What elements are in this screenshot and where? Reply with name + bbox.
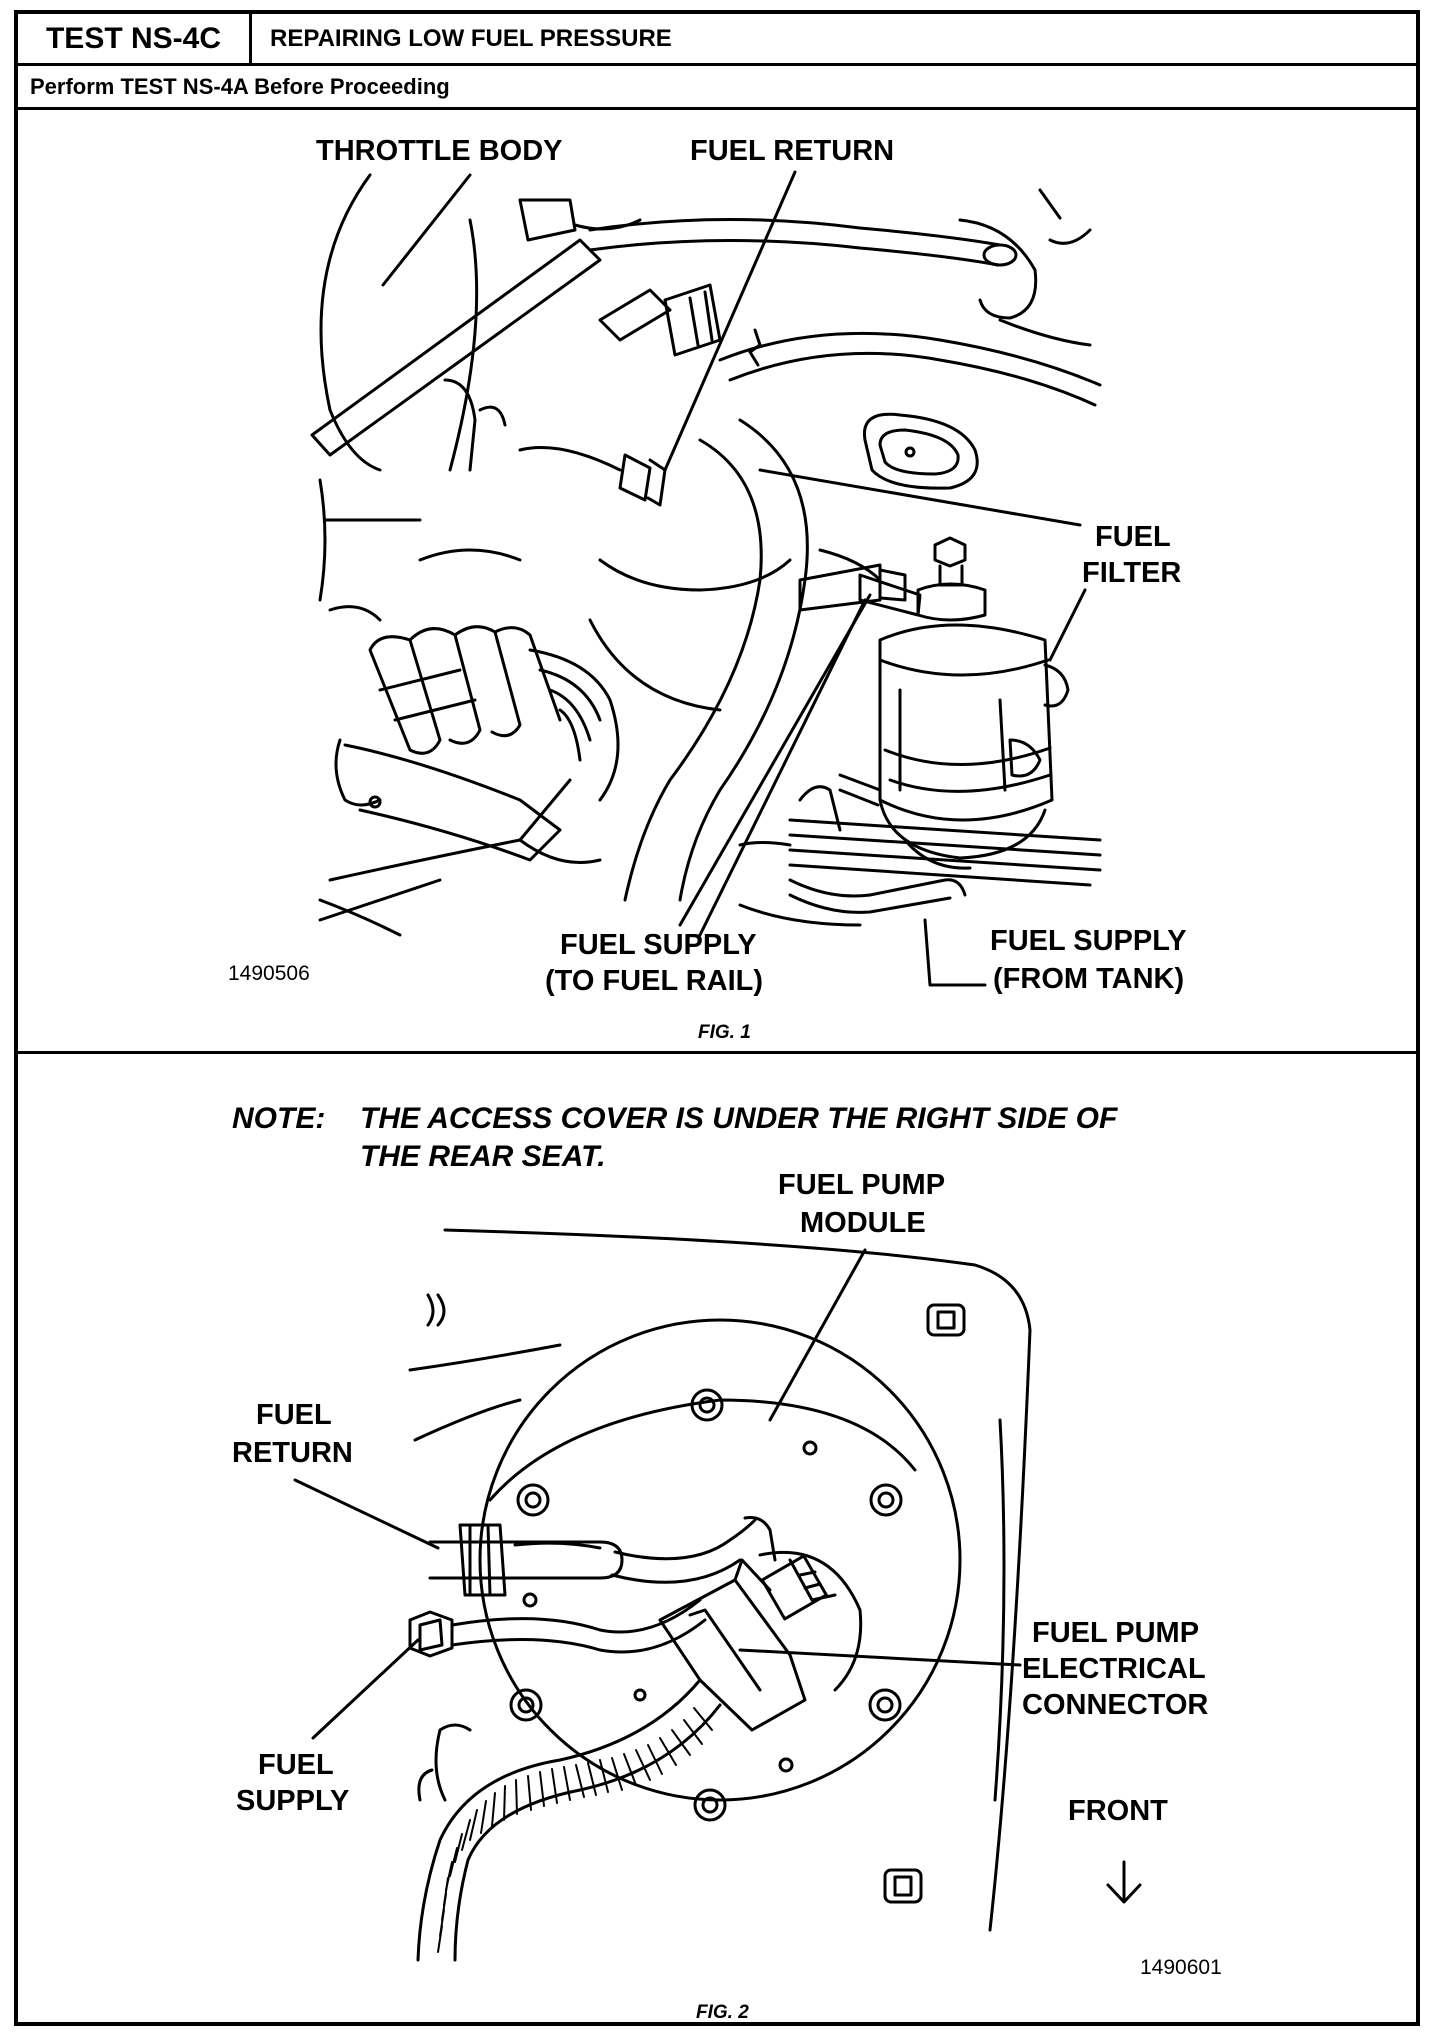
note-line2: THE REAR SEAT. xyxy=(360,1140,606,1173)
label-connector-line2: ELECTRICAL xyxy=(1022,1653,1206,1685)
fuel-filter-drawing xyxy=(838,536,1070,870)
label-supply-line1: FUEL xyxy=(258,1749,334,1781)
fig2-image-number: 1490601 xyxy=(1140,1956,1222,1979)
document-frame: TEST NS-4C REPAIRING LOW FUEL PRESSURE P… xyxy=(14,10,1420,2026)
label-connector-line1: FUEL PUMP xyxy=(1032,1617,1200,1649)
label-fuel-return-fig1: FUEL RETURN xyxy=(690,135,895,167)
label-supply-tank-line1: FUEL SUPPLY xyxy=(990,925,1187,957)
test-title: REPAIRING LOW FUEL PRESSURE xyxy=(270,25,672,52)
label-supply-tank-line2: (FROM TANK) xyxy=(993,963,1185,995)
fig1-image-number: 1490506 xyxy=(228,962,310,985)
label-connector-line3: CONNECTOR xyxy=(1022,1689,1209,1721)
figure-divider xyxy=(18,1051,1416,1054)
fig2-caption: FIG. 2 xyxy=(696,2002,749,2023)
label-supply-rail-line2: (TO FUEL RAIL) xyxy=(545,965,764,997)
label-front: FRONT xyxy=(1068,1795,1168,1827)
fig2-leaders xyxy=(293,1248,1022,1740)
note-head: NOTE: xyxy=(232,1102,326,1135)
header-row: TEST NS-4C REPAIRING LOW FUEL PRESSURE xyxy=(18,14,1416,66)
label-return-line1: FUEL xyxy=(256,1399,332,1431)
label-module-line2: MODULE xyxy=(800,1207,926,1239)
label-throttle-body: THROTTLE BODY xyxy=(316,135,563,167)
label-module-line1: FUEL PUMP xyxy=(778,1169,946,1201)
prerequisite-row: Perform TEST NS-4A Before Proceeding xyxy=(18,66,1416,110)
label-fuel-filter-line2: FILTER xyxy=(1082,557,1182,589)
prerequisite-text: Perform TEST NS-4A Before Proceeding xyxy=(30,74,450,99)
fig2-module-drawing xyxy=(408,1228,1142,1962)
note-line1: THE ACCESS COVER IS UNDER THE RIGHT SIDE… xyxy=(360,1102,1118,1135)
fig1-caption: FIG. 1 xyxy=(698,1022,751,1043)
label-supply-rail-line1: FUEL SUPPLY xyxy=(560,929,757,961)
label-supply-line2: SUPPLY xyxy=(236,1785,350,1817)
fig1-leaders xyxy=(381,170,1087,987)
test-id: TEST NS-4C xyxy=(18,14,252,63)
label-fuel-filter-line1: FUEL xyxy=(1095,521,1171,553)
fig1-engine-drawing xyxy=(310,173,1102,937)
label-return-line2: RETURN xyxy=(232,1437,353,1469)
